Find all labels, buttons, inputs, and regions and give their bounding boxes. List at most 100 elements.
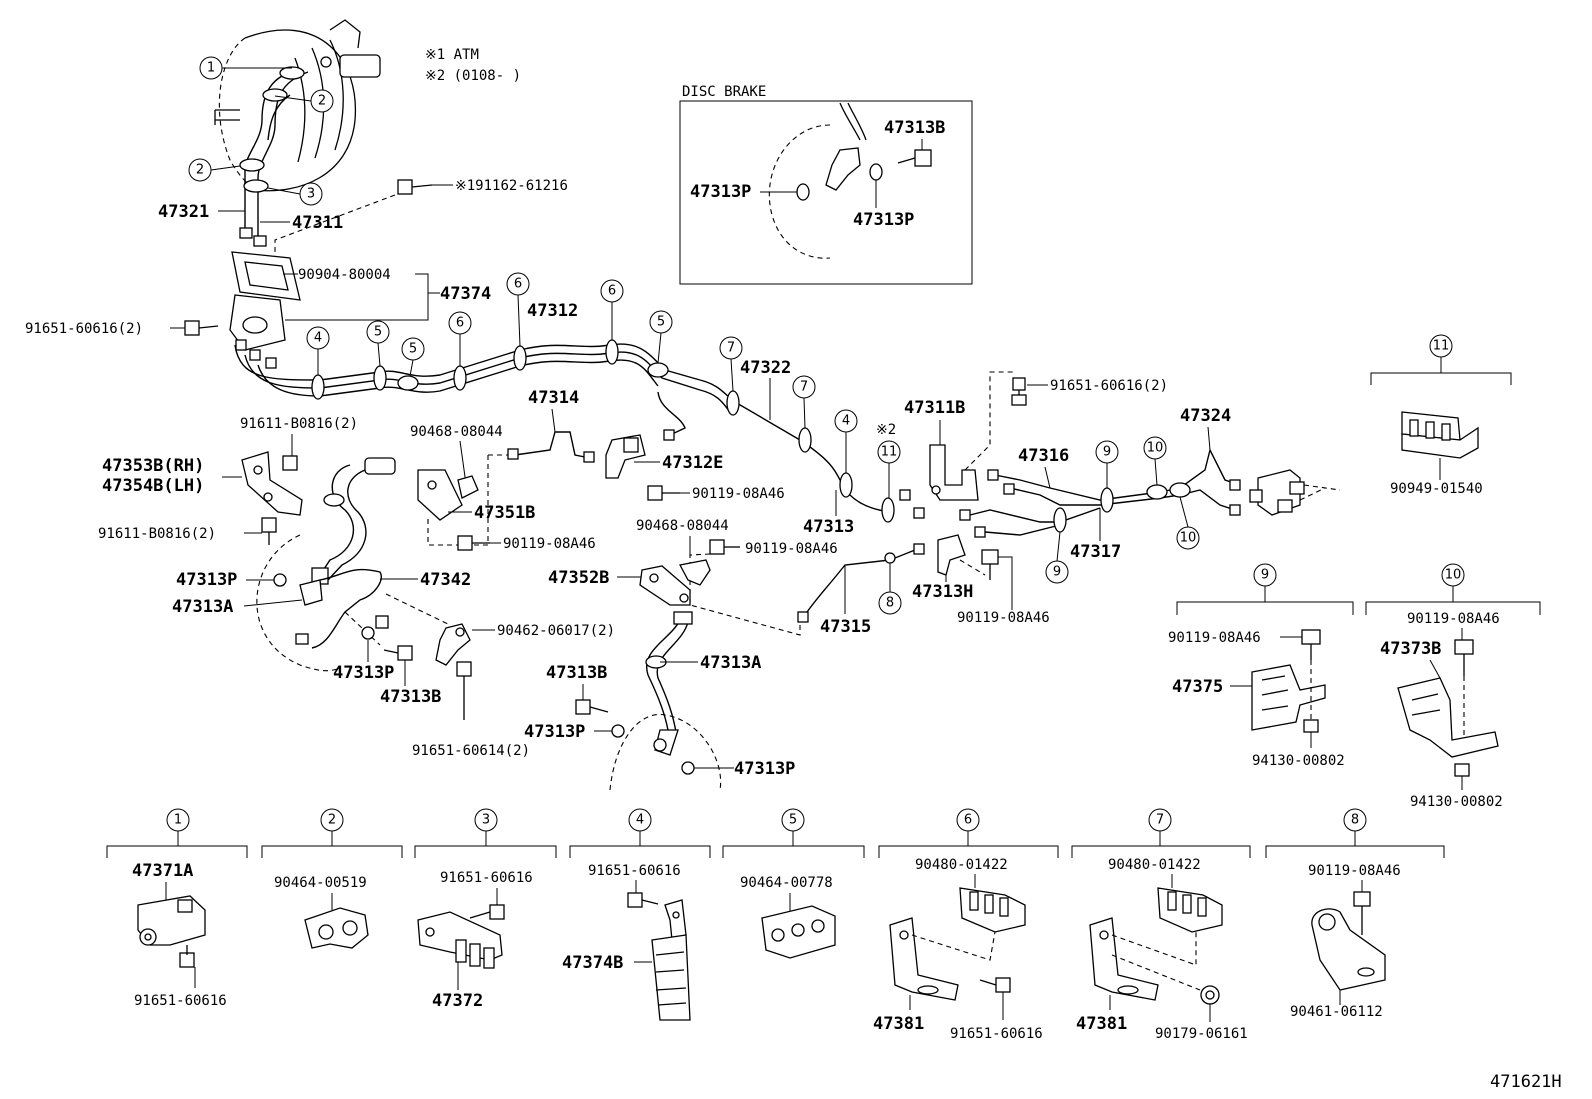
group-6: 6 90480-01422 47381 91651-60616 xyxy=(873,808,1059,1042)
label-47373B: 47373B xyxy=(1380,639,1441,659)
bolt-90119-a xyxy=(647,485,680,501)
part-47312E xyxy=(605,434,646,479)
clamp-90480-g6 xyxy=(959,887,1026,933)
label-91611-b: 91611-B0816(2) xyxy=(98,526,216,542)
label-47352B: 47352B xyxy=(548,568,609,588)
clamp-90464-00519 xyxy=(304,907,369,949)
label-47312: 47312 xyxy=(527,301,578,321)
label-90119-i10: 90119-08A46 xyxy=(1407,611,1500,627)
label-47313A-2: 47313A xyxy=(700,653,761,673)
disc-label-47313B: 47313B xyxy=(884,118,945,138)
svg-text:7: 7 xyxy=(727,341,735,356)
bracket-47353B xyxy=(241,451,303,516)
label-47353B: 47353B(RH) xyxy=(102,456,204,476)
label-47313P-3: 47313P xyxy=(524,722,585,742)
label-90119-a: 90119-08A46 xyxy=(692,486,785,502)
svg-text:5: 5 xyxy=(789,813,797,828)
label-94130-i10: 94130-00802 xyxy=(1410,794,1503,810)
inset-9: 9 90119-08A46 47375 94130-00802 xyxy=(1168,563,1354,769)
tube-47314 xyxy=(514,431,591,459)
figure-id: 471621H xyxy=(1490,1072,1562,1092)
clip-90468-b xyxy=(679,559,711,586)
label-47354B: 47354B(LH) xyxy=(102,476,204,496)
label-47314: 47314 xyxy=(528,388,579,408)
svg-text:7: 7 xyxy=(800,380,808,395)
tube-47315 xyxy=(804,549,916,616)
bolt-90119-b xyxy=(457,535,490,551)
group-4: 4 91651-60616 47374B xyxy=(562,808,711,1021)
label-91651-g1: 91651-60616 xyxy=(134,993,227,1009)
clamp-90464-00778 xyxy=(761,905,836,959)
svg-text:8: 8 xyxy=(886,596,894,611)
group-8: 8 90119-08A46 90461-06112 xyxy=(1265,808,1445,1020)
callout-8a: 8 xyxy=(878,591,902,615)
label-90119-b: 90119-08A46 xyxy=(503,536,596,552)
label-90119-g8: 90119-08A46 xyxy=(1308,863,1401,879)
bolt-91651-left xyxy=(184,320,219,336)
label-90464-00778: 90464-00778 xyxy=(740,875,833,891)
callout-4b: 4 xyxy=(834,409,858,433)
group-1: 1 47371A 91651-60616 xyxy=(106,808,248,1009)
bracket-47381-g6 xyxy=(889,917,959,1001)
label-47313B-1: 47313B xyxy=(380,687,441,707)
clamp-90480-g7 xyxy=(1157,887,1223,933)
note-1: ※1 ATM xyxy=(425,47,479,63)
svg-text:5: 5 xyxy=(657,315,665,330)
bolt-90119-c xyxy=(709,539,740,555)
clamp-10 xyxy=(1146,484,1168,500)
clamp-47371A xyxy=(137,895,206,946)
label-91651-left: 91651-60616(2) xyxy=(25,321,143,337)
label-90480-g6: 90480-01422 xyxy=(915,857,1008,873)
label-90119-d: 90119-08A46 xyxy=(957,610,1050,626)
svg-text:7: 7 xyxy=(1156,813,1164,828)
svg-text:9: 9 xyxy=(1053,565,1061,580)
tube-47342 xyxy=(311,568,382,649)
label-91611-a: 91611-B0816(2) xyxy=(240,416,358,432)
hose-47313A-mid xyxy=(645,611,693,756)
callout-7a: 7 xyxy=(719,336,743,360)
part-47313H xyxy=(937,534,966,576)
label-47381-g7: 47381 xyxy=(1076,1014,1127,1034)
master-cylinder xyxy=(214,19,381,192)
callout-6a: 6 xyxy=(448,311,472,335)
callout-2: 2 xyxy=(310,89,334,113)
label-47313A-1: 47313A xyxy=(172,597,233,617)
hose-47313A-left xyxy=(299,457,396,606)
label-191162: ※191162-61216 xyxy=(455,178,568,194)
note-2: ※2 (0108- ) xyxy=(425,68,521,84)
clamp-7 xyxy=(726,390,740,416)
label-47374: 47374 xyxy=(440,284,491,304)
bolt-91611-a xyxy=(282,455,298,471)
label-91651-g4: 91651-60616 xyxy=(588,863,681,879)
label-47324: 47324 xyxy=(1180,406,1231,426)
bracket-47372 xyxy=(417,911,503,969)
svg-text:9: 9 xyxy=(1103,445,1111,460)
svg-text:6: 6 xyxy=(514,277,522,292)
label-47311B: 47311B xyxy=(904,398,965,418)
label-47316: 47316 xyxy=(1018,446,1069,466)
label-90461: 90461-06112 xyxy=(1290,1004,1383,1020)
label-94130-i9: 94130-00802 xyxy=(1252,753,1345,769)
label-47372: 47372 xyxy=(432,991,483,1011)
label-47381-g6: 47381 xyxy=(873,1014,924,1034)
svg-text:3: 3 xyxy=(482,813,490,828)
label-47375: 47375 xyxy=(1172,677,1223,697)
label-91651-c: 91651-60616(2) xyxy=(1050,378,1168,394)
callout-11: 11 xyxy=(877,440,901,464)
label-90468-b: 90468-08044 xyxy=(636,518,729,534)
inset-10: 10 90119-08A46 47373B 94130-00802 xyxy=(1365,563,1541,810)
label-91651-b: 91651-60614(2) xyxy=(412,743,530,759)
callout-5b: 5 xyxy=(401,337,425,361)
label-47315: 47315 xyxy=(820,617,871,637)
callout-9a: 9 xyxy=(1095,440,1119,464)
label-47313P-1: 47313P xyxy=(176,570,237,590)
svg-text:10: 10 xyxy=(1180,531,1197,546)
tube-47312 xyxy=(234,343,891,513)
label-47322: 47322 xyxy=(740,358,791,378)
disc-label-47313P-2: 47313P xyxy=(853,210,914,230)
disc-label-47313P-1: 47313P xyxy=(690,182,751,202)
label-47371A: 47371A xyxy=(132,861,193,881)
bracket-47381-g7 xyxy=(1089,917,1159,1001)
label-47351B: 47351B xyxy=(474,503,535,523)
clamp-47373B xyxy=(1397,677,1499,758)
